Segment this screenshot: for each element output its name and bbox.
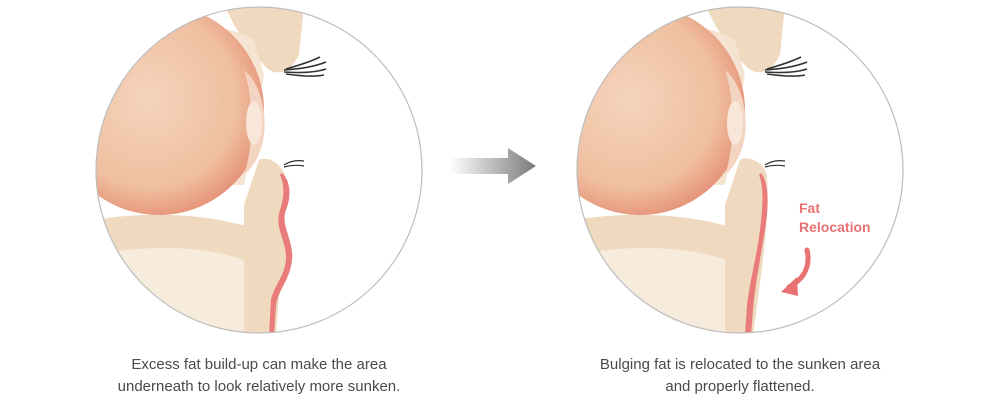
after-caption-line1: Bulging fat is relocated to the sunken a… xyxy=(599,356,881,373)
after-caption: Bulging fat is relocated to the sunken a… xyxy=(545,354,935,398)
before-caption: Excess fat build-up can make the area un… xyxy=(64,354,454,398)
annotation-line1: Fat xyxy=(799,200,820,216)
annotation-line2: Relocation xyxy=(799,219,871,235)
after-caption-line2: and properly flattened. xyxy=(665,378,815,395)
before-eye-illustration xyxy=(95,6,423,334)
before-caption-line2: underneath to look relatively more sunke… xyxy=(117,378,401,395)
before-caption-line1: Excess fat build-up can make the area xyxy=(131,356,387,373)
lower-lashes xyxy=(283,160,305,168)
lower-lashes xyxy=(764,160,786,168)
upper-lashes xyxy=(283,56,327,77)
after-eye-illustration: Fat Relocation xyxy=(576,6,904,334)
curved-arrow-icon xyxy=(781,247,811,296)
right-arrow-icon xyxy=(450,148,536,184)
upper-lashes xyxy=(764,56,808,77)
after-panel: Fat Relocation Bulging fat is relocated … xyxy=(575,0,905,415)
before-panel: Excess fat build-up can make the area un… xyxy=(94,0,424,415)
